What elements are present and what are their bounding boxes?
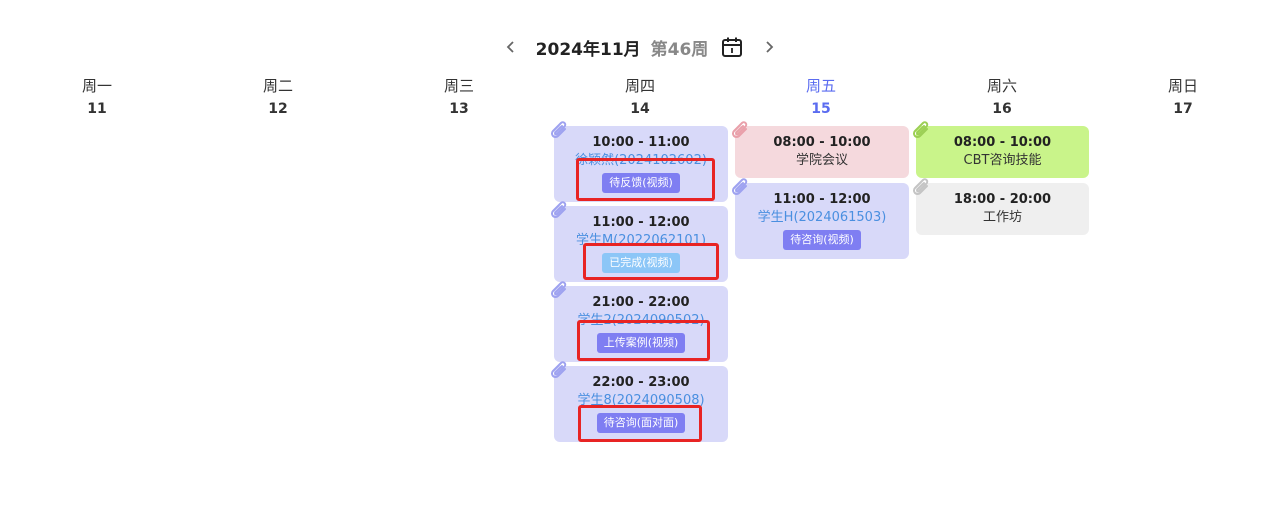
chevron-right-icon <box>766 41 774 53</box>
event-card[interactable]: 10:00 - 11:00 徐颖然(2024102602) 待反馈(视频) <box>554 126 728 202</box>
week-header: 2024年11月 第46周 <box>0 30 1280 64</box>
event-time: 08:00 - 10:00 <box>953 135 1052 150</box>
day-number: 12 <box>268 101 288 117</box>
day-name: 周一 <box>81 77 112 95</box>
event-time: 21:00 - 22:00 <box>592 295 690 310</box>
student-link[interactable]: 徐颖然(2024102602) <box>575 153 707 168</box>
day-number: 13 <box>449 101 469 117</box>
next-week-button[interactable] <box>758 36 780 58</box>
day-head-sun: 周日 17 <box>1123 76 1243 119</box>
status-badge: 已完成(视频) <box>602 253 680 273</box>
event-time: 11:00 - 12:00 <box>592 215 690 230</box>
day-head-thu: 周四 14 <box>580 76 700 119</box>
event-time: 08:00 - 10:00 <box>773 135 871 150</box>
calendar-icon <box>722 37 743 57</box>
status-badge: 待咨询(视频) <box>783 230 861 250</box>
day-head-fri: 周五 15 <box>761 76 881 119</box>
day-number: 15 <box>811 101 831 117</box>
day-number: 17 <box>1173 101 1193 117</box>
event-title: 工作坊 <box>982 210 1022 225</box>
event-title: CBT咨询技能 <box>963 153 1042 168</box>
event-time: 11:00 - 12:00 <box>773 192 871 207</box>
prev-week-button[interactable] <box>500 36 522 58</box>
day-name: 周四 <box>624 77 655 95</box>
day-name: 周日 <box>1167 77 1198 95</box>
calendar-picker-button[interactable] <box>720 35 744 59</box>
day-number: 14 <box>630 101 650 117</box>
event-card[interactable]: 22:00 - 23:00 学生8(2024090508) 待咨询(面对面) <box>554 366 728 442</box>
student-link[interactable]: 学生8(2024090508) <box>577 393 705 408</box>
student-link[interactable]: 学生2(2024090502) <box>577 313 705 328</box>
week-label: 第46周 <box>650 39 709 60</box>
day-name: 周六 <box>986 77 1017 95</box>
status-badge: 待反馈(视频) <box>602 173 680 193</box>
day-head-mon: 周一 11 <box>37 76 157 119</box>
day-name: 周五 <box>805 77 836 95</box>
day-head-sat: 周六 16 <box>942 76 1062 119</box>
event-title: 学院会议 <box>795 153 848 168</box>
day-name: 周三 <box>443 77 474 95</box>
month-label: 2024年11月 <box>535 39 641 60</box>
student-link[interactable]: 学生M(2022062101) <box>575 233 707 248</box>
event-time: 10:00 - 11:00 <box>592 135 690 150</box>
chevron-left-icon <box>506 41 514 53</box>
status-badge: 待咨询(面对面) <box>596 413 686 433</box>
event-time: 18:00 - 20:00 <box>953 192 1052 207</box>
day-number: 11 <box>87 101 107 117</box>
day-name: 周二 <box>262 77 293 95</box>
day-number: 16 <box>992 101 1012 117</box>
event-card[interactable]: 08:00 - 10:00 学院会议 <box>735 126 909 178</box>
day-head-wed: 周三 13 <box>399 76 519 119</box>
event-card[interactable]: 11:00 - 12:00 学生M(2022062101) 已完成(视频) <box>554 206 728 282</box>
event-time: 22:00 - 23:00 <box>592 375 690 390</box>
student-link[interactable]: 学生H(2024061503) <box>757 210 887 225</box>
event-card[interactable]: 08:00 - 10:00 CBT咨询技能 <box>916 126 1089 178</box>
status-badge: 上传案例(视频) <box>596 333 686 353</box>
event-card[interactable]: 18:00 - 20:00 工作坊 <box>916 183 1089 235</box>
event-card[interactable]: 21:00 - 22:00 学生2(2024090502) 上传案例(视频) <box>554 286 728 362</box>
event-card[interactable]: 11:00 - 12:00 学生H(2024061503) 待咨询(视频) <box>735 183 909 259</box>
day-head-tue: 周二 12 <box>218 76 338 119</box>
